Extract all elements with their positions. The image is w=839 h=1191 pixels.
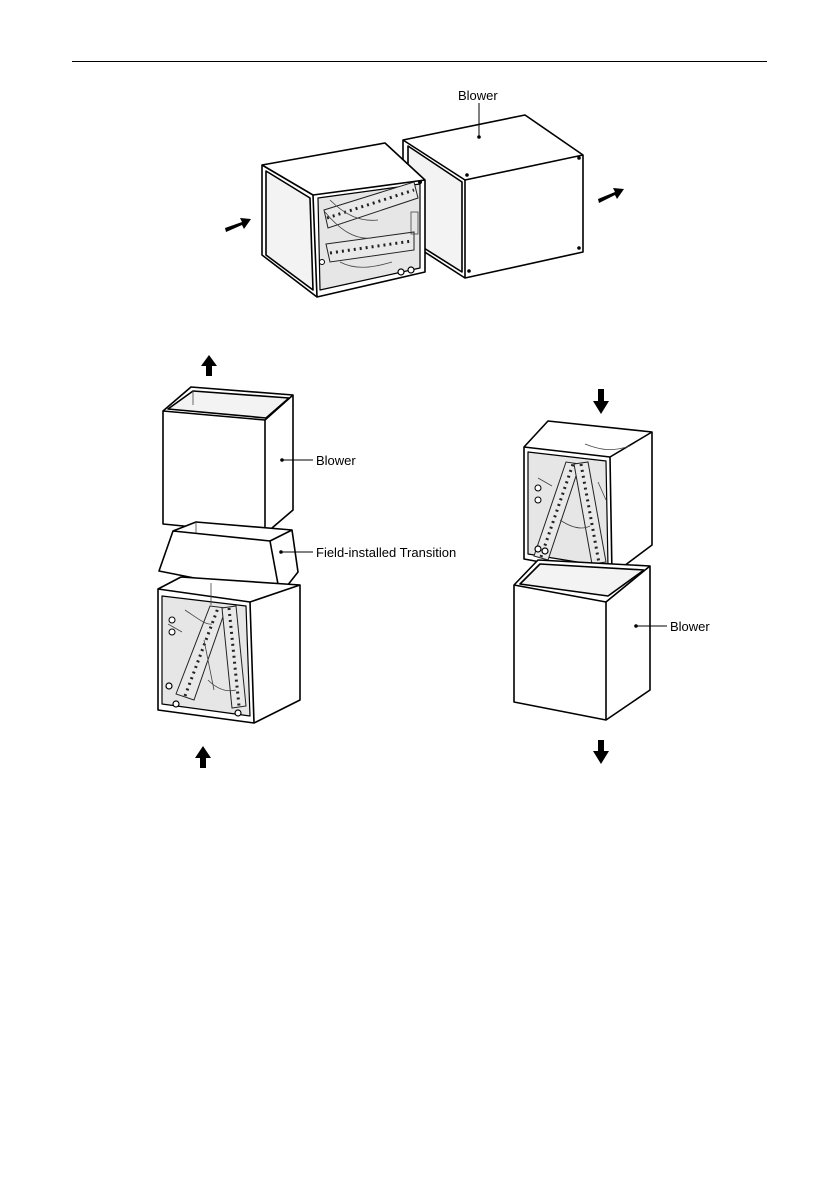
arrow-down-icon	[593, 389, 609, 414]
horizontal-blower-unit	[403, 115, 583, 278]
blower-top-label: Blower	[458, 89, 498, 102]
horizontal-coil-unit	[262, 143, 425, 297]
arrow-up-icon	[195, 746, 211, 768]
blower-upflow-label: Blower	[316, 454, 356, 467]
upflow-configuration	[158, 355, 313, 768]
downflow-configuration	[514, 389, 667, 764]
arrow-down-icon	[593, 740, 609, 764]
horizontal-configuration	[225, 103, 624, 297]
arrow-right-icon	[225, 218, 251, 232]
arrow-right-icon	[598, 188, 624, 203]
blower-downflow-label: Blower	[670, 620, 710, 633]
upflow-blower-unit	[163, 387, 293, 534]
downflow-blower-unit	[514, 560, 650, 720]
arrow-up-icon	[201, 355, 217, 376]
upflow-coil-unit	[158, 577, 300, 723]
downflow-coil-unit	[524, 421, 652, 575]
transition-label: Field-installed Transition	[316, 546, 456, 559]
